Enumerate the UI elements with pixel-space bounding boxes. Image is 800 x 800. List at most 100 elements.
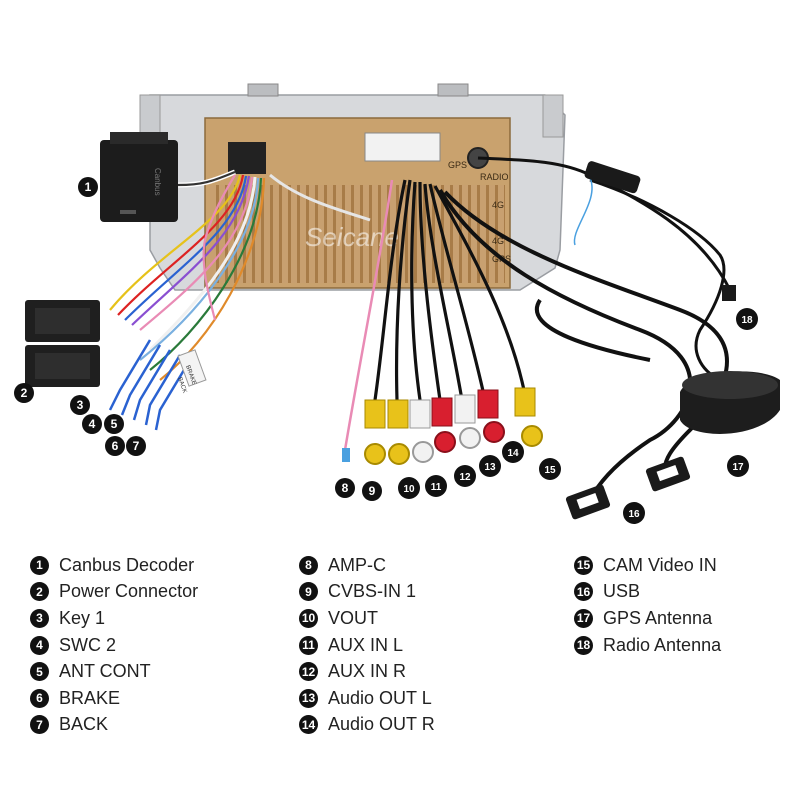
legend-item: 8 AMP-C [299, 552, 435, 579]
panel-label-gps: GPS [448, 160, 467, 170]
legend-item: 13 Audio OUT L [299, 685, 435, 712]
callout-17: 17 [727, 455, 749, 477]
legend-item: 10 VOUT [299, 605, 435, 632]
svg-text:15: 15 [544, 465, 556, 476]
legend-number-badge: 11 [299, 635, 318, 655]
legend-label: GPS Antenna [603, 607, 713, 628]
svg-text:16: 16 [628, 509, 640, 520]
legend-number-badge: 9 [299, 582, 318, 602]
legend-label: Radio Antenna [603, 634, 722, 655]
legend-item: 1 Canbus Decoder [30, 552, 198, 579]
svg-text:6: 6 [112, 439, 119, 453]
usb-plugs [565, 456, 691, 520]
callout-1: 1 [78, 177, 98, 197]
svg-text:13: 13 [484, 462, 496, 473]
legend-column-3: 15 CAM Video IN 16 USB 17 GPS Antenna 18 Radio … [574, 552, 721, 658]
legend-number-badge: 6 [30, 688, 49, 708]
legend-number-badge: 4 [30, 635, 49, 655]
legend-item: 14 Audio OUT R [299, 712, 435, 739]
legend-number-badge: 12 [299, 662, 318, 682]
legend-item: 18 Radio Antenna [574, 632, 721, 659]
callout-18: 18 [736, 308, 758, 330]
panel-label-4g-2: 4G [492, 236, 504, 246]
callout-10: 10 [398, 477, 420, 499]
legend-item: 9 CVBS-IN 1 [299, 579, 435, 606]
svg-text:9: 9 [369, 484, 376, 498]
callout-13: 13 [479, 455, 501, 477]
legend-label: Audio OUT R [328, 714, 435, 735]
callout-4: 4 [82, 414, 102, 434]
legend-number-badge: 18 [574, 635, 593, 655]
svg-text:2: 2 [21, 386, 28, 400]
callout-11: 11 [425, 475, 447, 497]
legend-label: AUX IN L [328, 634, 404, 655]
panel-label-4g-1: 4G [492, 200, 504, 210]
callout-2: 2 [14, 383, 34, 403]
svg-text:8: 8 [342, 481, 349, 495]
legend-number-badge: 13 [299, 688, 318, 708]
legend-item: 17 GPS Antenna [574, 605, 721, 632]
legend-number-badge: 17 [574, 608, 593, 628]
legend-label: Canbus Decoder [59, 554, 195, 575]
wiring-diagram: GPS RADIO 4G 4G GPS Seicane Canbus [14, 83, 780, 524]
callout-markers: 1 2 3 4 5 6 7 8 9 10 11 12 13 14 15 16 1… [14, 177, 758, 524]
svg-text:5: 5 [111, 417, 118, 431]
connector-block [364, 132, 441, 162]
panel-label-radio: RADIO [480, 172, 509, 182]
svg-text:1: 1 [85, 180, 92, 194]
harness-plug [228, 142, 266, 174]
rca-cables [343, 179, 527, 451]
decoder-label: Canbus [153, 168, 162, 196]
svg-text:4: 4 [89, 417, 96, 431]
svg-text:10: 10 [403, 484, 415, 495]
legend-item: 4 SWC 2 [30, 632, 198, 659]
legend-item: 11 AUX IN L [299, 632, 435, 659]
legend-number-badge: 8 [299, 555, 318, 575]
antenna-parts [584, 161, 780, 434]
callout-15: 15 [539, 458, 561, 480]
legend-label: Power Connector [59, 581, 199, 602]
svg-text:7: 7 [133, 439, 140, 453]
canbus-decoder-box: Canbus [100, 132, 178, 222]
legend-label: USB [603, 581, 641, 602]
legend-item: 16 USB [574, 579, 721, 606]
svg-text:11: 11 [431, 482, 442, 493]
legend-number-badge: 16 [574, 582, 593, 602]
svg-text:18: 18 [741, 315, 753, 326]
legend-label: SWC 2 [59, 634, 117, 655]
callout-6: 6 [105, 436, 125, 456]
callout-16: 16 [623, 502, 645, 524]
legend-number-badge: 14 [299, 715, 318, 735]
legend-label: CVBS-IN 1 [328, 581, 417, 602]
legend-item: 15 CAM Video IN [574, 552, 721, 579]
callout-5: 5 [104, 414, 124, 434]
legend-number-badge: 3 [30, 608, 49, 628]
callout-12: 12 [454, 465, 476, 487]
legend-number-badge: 1 [30, 555, 49, 575]
rca-plugs [342, 387, 543, 465]
usb-cables [438, 189, 729, 501]
legend-number-badge: 15 [574, 555, 593, 575]
legend-number-badge: 10 [299, 608, 318, 628]
legend-label: ANT CONT [59, 661, 151, 682]
legend-label: Audio OUT L [328, 687, 432, 708]
legend-label: Key 1 [59, 607, 106, 628]
callout-9: 9 [362, 481, 382, 501]
callout-3: 3 [70, 395, 90, 415]
svg-text:14: 14 [507, 448, 519, 459]
legend-label: AMP-C [328, 554, 386, 575]
legend-label: VOUT [328, 607, 379, 628]
legend-label: CAM Video IN [603, 554, 717, 575]
power-connector [25, 300, 100, 387]
legend-item: 3 Key 1 [30, 605, 198, 632]
callout-7: 7 [126, 436, 146, 456]
callout-8: 8 [335, 478, 355, 498]
svg-text:12: 12 [459, 472, 471, 483]
